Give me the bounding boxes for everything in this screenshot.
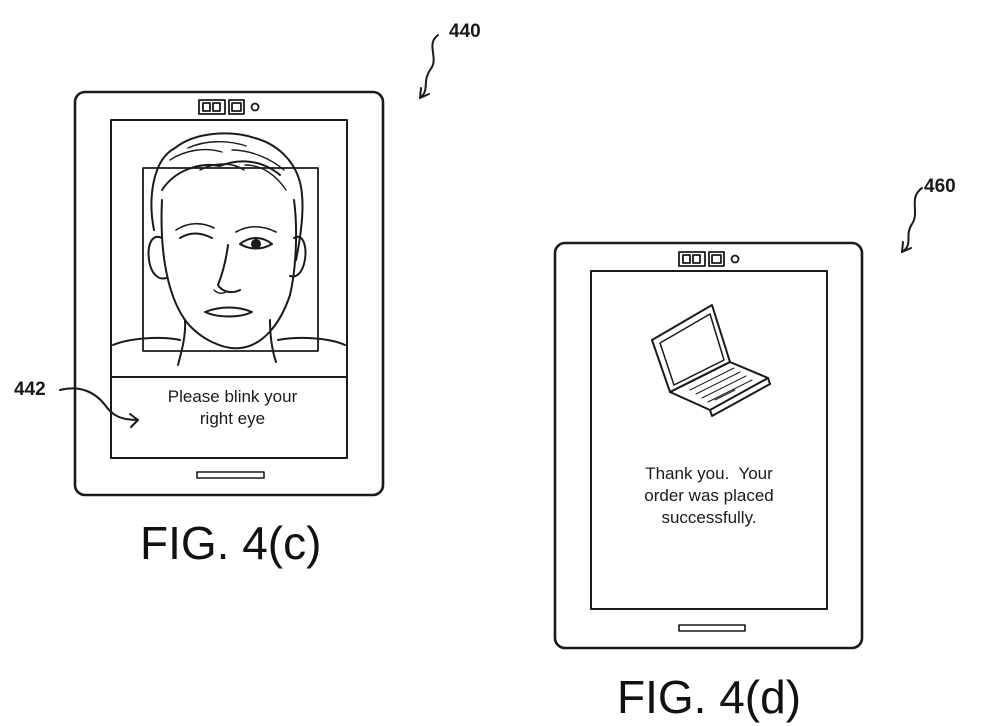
order-message-line-3: successfully. <box>661 508 757 528</box>
order-message-line-2: order was placed <box>644 486 774 506</box>
order-message-line-1: Thank you. Your <box>645 464 773 483</box>
leader-442 <box>59 387 139 421</box>
blink-prompt-line-2: right eye <box>199 409 266 429</box>
figure-caption-4c: FIG. 4(c) <box>140 517 322 569</box>
blink-prompt: Please blink your right eye <box>130 386 335 430</box>
camera-sensor-icon <box>198 99 260 115</box>
home-button[interactable] <box>196 471 265 479</box>
order-confirmation-message: Thank you. Your order was placed success… <box>602 463 816 529</box>
device-460 <box>553 187 923 650</box>
leader-460 <box>901 187 923 253</box>
laptop-icon <box>651 304 771 417</box>
home-button[interactable] <box>678 624 746 632</box>
figure-caption-4d: FIG. 4(d) <box>617 671 802 723</box>
camera-sensor-icon <box>678 251 740 267</box>
device-440-screen <box>110 119 348 459</box>
face-illustration <box>112 132 346 366</box>
ref-numeral-442: 442 <box>14 379 46 400</box>
blink-prompt-line-1: Please blink your <box>167 387 298 406</box>
device-460-screen <box>590 270 828 610</box>
ref-numeral-440: 440 <box>449 21 481 42</box>
ref-numeral-460: 460 <box>924 176 956 197</box>
leader-440 <box>419 34 439 99</box>
face-detection-box <box>142 167 319 352</box>
device-440 <box>59 34 439 497</box>
